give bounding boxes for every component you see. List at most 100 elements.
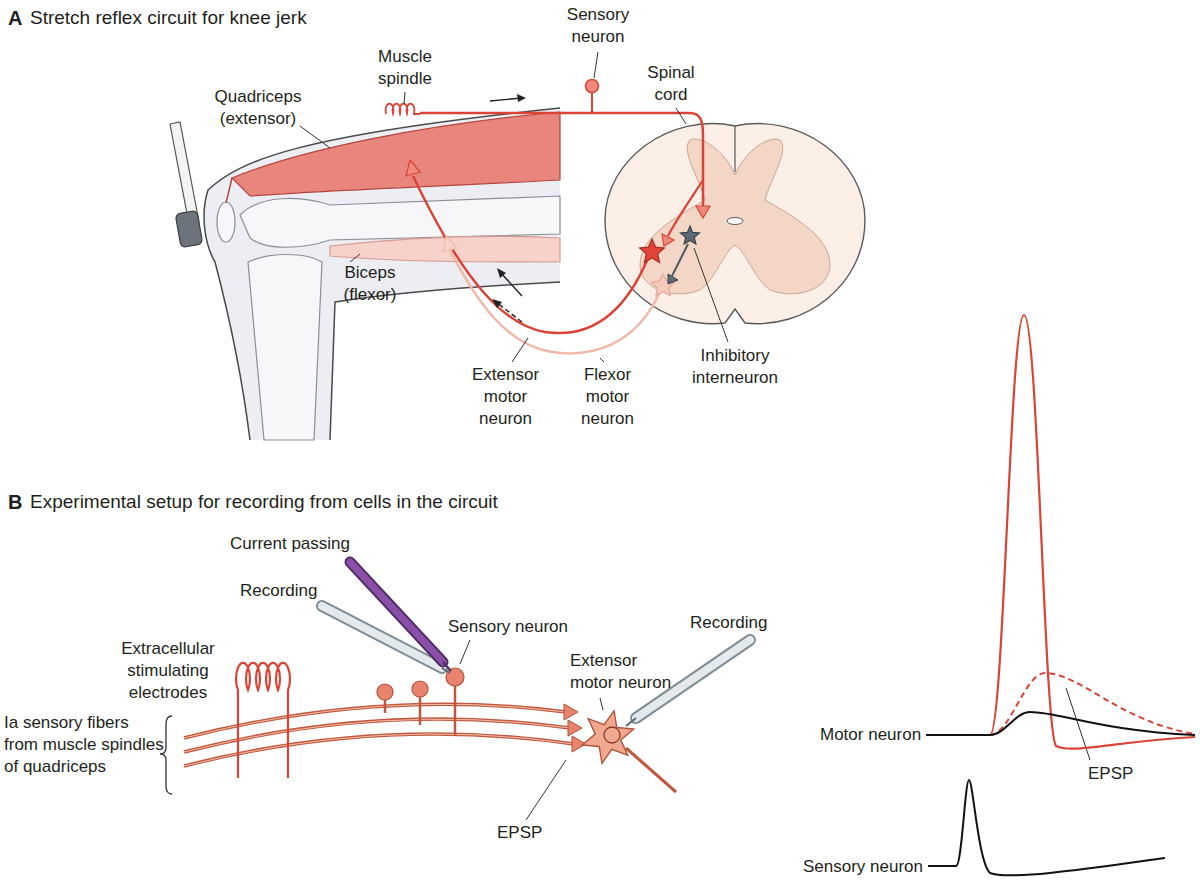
part-label: Flexor motor neuron bbox=[570, 364, 645, 429]
motor-neuron-cell bbox=[582, 711, 634, 764]
current-electrode bbox=[350, 562, 443, 662]
label-anchor: Stretch reflex circuit for knee jerk bbox=[30, 6, 307, 30]
tibia bbox=[248, 255, 322, 441]
label-anchor: Recording bbox=[690, 612, 768, 634]
label-anchor: Sensory neuron bbox=[803, 856, 923, 878]
panel-heading: Experimental setup for recording from ce… bbox=[30, 490, 498, 514]
label-anchor: Muscle spindle bbox=[365, 46, 445, 90]
leader-line bbox=[594, 52, 598, 78]
label-anchor: Experimental setup for recording from ce… bbox=[30, 490, 498, 514]
epsp-trace bbox=[926, 712, 1195, 735]
leader-line bbox=[694, 248, 728, 342]
spinal-cord bbox=[605, 124, 865, 324]
part-label: Recording bbox=[690, 612, 768, 634]
label-anchor: EPSP bbox=[497, 822, 542, 844]
current-electrode bbox=[350, 562, 443, 662]
neuromuscular-terminal bbox=[406, 160, 420, 176]
extensor-axon bbox=[413, 176, 648, 333]
sensory-stalk bbox=[591, 92, 593, 113]
label-anchor: EPSP bbox=[1088, 763, 1133, 785]
motor-axon bbox=[626, 748, 676, 792]
tendon bbox=[226, 178, 232, 203]
part-label: Motor neuron bbox=[820, 724, 921, 746]
part-label: Muscle spindle bbox=[365, 46, 445, 90]
interneuron-axon bbox=[672, 244, 688, 276]
label-anchor: Ia sensory fibers from muscle spindles o… bbox=[4, 712, 166, 777]
stimulating-electrode-coil bbox=[236, 663, 290, 778]
label-anchor: Extensor motor neuron bbox=[570, 650, 678, 694]
leader-line bbox=[512, 338, 528, 362]
label-anchor: Inhibitory interneuron bbox=[685, 345, 785, 389]
leader-line bbox=[600, 698, 603, 710]
flow-arrow bbox=[490, 98, 522, 101]
panel-letter: A bbox=[8, 6, 22, 32]
label-anchor: Recording bbox=[240, 580, 318, 602]
panel-letter: B bbox=[8, 490, 22, 516]
leg-fill bbox=[204, 108, 560, 440]
part-label: Sensory neuron bbox=[448, 616, 568, 638]
cell-body bbox=[377, 684, 393, 700]
leader-line bbox=[600, 358, 604, 362]
sensory-axon bbox=[702, 135, 705, 208]
label-anchor: Sensory neuron bbox=[448, 616, 568, 638]
reflex-hammer-head bbox=[175, 210, 203, 247]
dorsal-septum bbox=[734, 126, 735, 172]
arrow-head bbox=[492, 299, 502, 308]
label-anchor: Biceps (flexor) bbox=[330, 262, 410, 306]
leader-line bbox=[526, 760, 566, 820]
leg-outline bbox=[330, 282, 560, 440]
label-anchor: B bbox=[8, 490, 22, 516]
part-label: Spinal cord bbox=[636, 62, 706, 106]
part-label: Quadriceps (extensor) bbox=[208, 86, 308, 130]
part-label: Extensor motor neuron bbox=[463, 364, 548, 429]
label-anchor: A bbox=[8, 6, 22, 32]
synaptic-terminal bbox=[564, 704, 578, 720]
sensory-axon bbox=[420, 113, 703, 135]
inhibitory-terminal bbox=[668, 274, 678, 284]
leader-line bbox=[350, 254, 360, 262]
neuromuscular-terminal bbox=[443, 236, 457, 252]
synaptic-terminal bbox=[568, 720, 582, 736]
action-potential-trace bbox=[926, 315, 1195, 749]
electrode-tip bbox=[626, 718, 636, 726]
flexor-axon bbox=[450, 250, 660, 353]
sensory-trace bbox=[928, 780, 1165, 875]
nucleus bbox=[604, 727, 620, 743]
label-anchor: Flexor motor neuron bbox=[570, 364, 645, 429]
leg-outline bbox=[204, 108, 560, 440]
part-label: Current passing bbox=[230, 533, 350, 555]
central-canal bbox=[727, 218, 743, 225]
extensor-motor-neuron bbox=[640, 239, 665, 263]
flow-arrow bbox=[500, 272, 522, 296]
epsp-trace bbox=[990, 673, 1195, 735]
sensory-cell-body bbox=[586, 80, 599, 93]
inhibitory-interneuron bbox=[681, 226, 700, 244]
electrode-tip bbox=[443, 662, 451, 671]
part-label: Sensory neuron bbox=[563, 4, 633, 48]
label-anchor: Extensor motor neuron bbox=[463, 364, 548, 429]
label-anchor: Motor neuron bbox=[820, 724, 921, 746]
reflex-hammer-handle bbox=[170, 122, 199, 224]
arrow-head bbox=[517, 94, 526, 102]
bracket bbox=[160, 716, 172, 794]
leader-line bbox=[300, 126, 330, 148]
synaptic-terminal bbox=[696, 206, 710, 218]
part-label: Inhibitory interneuron bbox=[685, 345, 785, 389]
flow-arrow bbox=[496, 302, 522, 322]
arrow-head bbox=[497, 268, 506, 278]
part-label: Extracellular stimulating electrodes bbox=[112, 638, 224, 703]
label-anchor: Sensory neuron bbox=[563, 4, 633, 48]
label-anchor: Extracellular stimulating electrodes bbox=[112, 638, 224, 703]
cell-body bbox=[412, 681, 428, 697]
part-label: Ia sensory fibers from muscle spindles o… bbox=[4, 712, 166, 777]
part-label: Recording bbox=[240, 580, 318, 602]
patella bbox=[217, 202, 235, 242]
part-label: Extensor motor neuron bbox=[570, 650, 678, 694]
part-label: EPSP bbox=[497, 822, 542, 844]
sensory-branch bbox=[668, 180, 703, 236]
ia-fiber-core bbox=[184, 704, 574, 766]
label-anchor: Current passing bbox=[230, 533, 350, 555]
leader-line bbox=[404, 92, 405, 104]
